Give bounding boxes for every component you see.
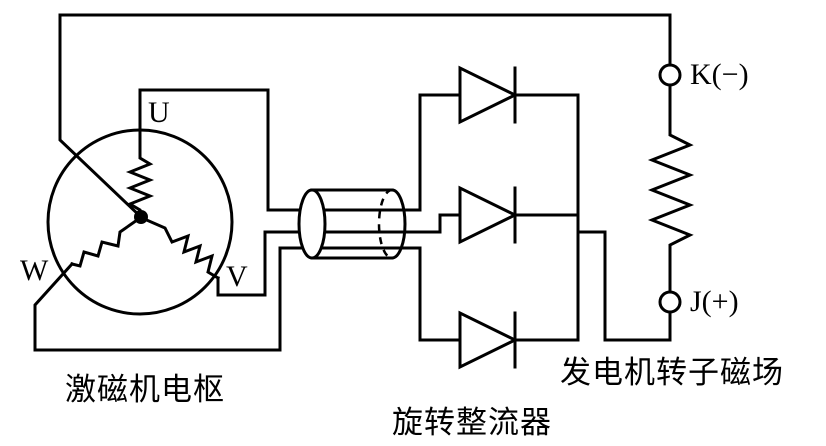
wire-neutral-to-k — [58, 13, 672, 220]
label-k: K(−) — [690, 58, 749, 91]
label-v: V — [226, 260, 248, 293]
terminal-k — [658, 63, 682, 87]
wire-u — [138, 88, 462, 212]
wire-w — [33, 246, 462, 352]
diode-middle — [458, 185, 519, 245]
label-u: U — [148, 96, 170, 129]
wire-dc-bus — [513, 93, 580, 342]
label-w: W — [20, 254, 49, 287]
wire-to-j — [603, 230, 672, 342]
caption-rectifier: 旋转整流器 — [392, 405, 552, 441]
winding-w — [70, 215, 143, 268]
cable-bundle — [297, 188, 407, 260]
diode-bottom — [458, 310, 519, 370]
winding-u — [125, 148, 155, 217]
diode-top — [458, 65, 519, 125]
winding-v — [140, 216, 221, 281]
rotor-field-resistor — [647, 83, 695, 294]
wire-v — [216, 213, 462, 297]
terminal-j — [658, 290, 682, 314]
caption-exciter: 激磁机电枢 — [65, 372, 225, 408]
caption-rotor-field: 发电机转子磁场 — [560, 355, 784, 391]
label-j: J(+) — [690, 285, 739, 318]
